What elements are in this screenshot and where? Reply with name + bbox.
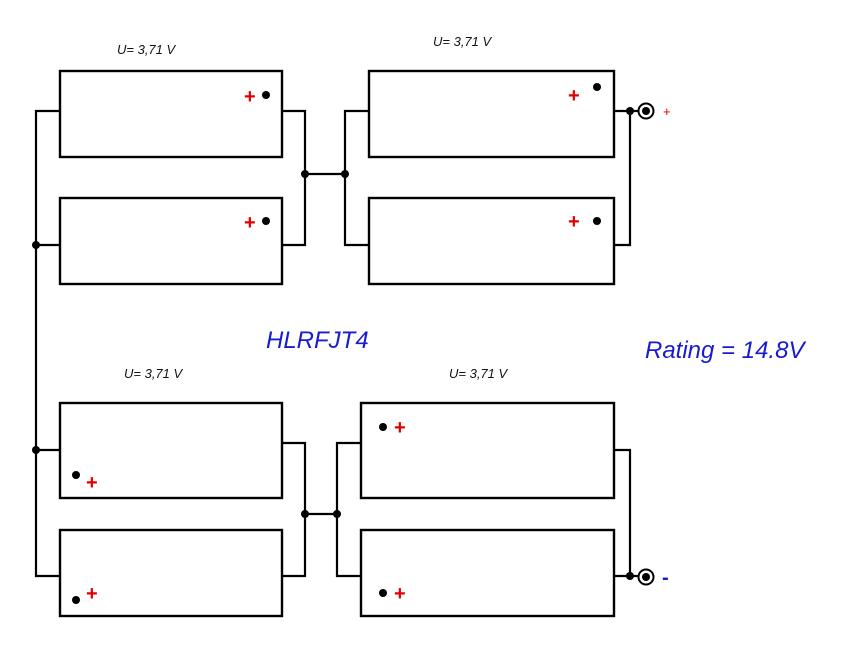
pack-rating: Rating = 14.8V — [645, 337, 806, 364]
negative-terminal-label: - — [662, 567, 669, 589]
cell-bottom-right-2 — [359, 528, 616, 618]
wire — [614, 109, 632, 247]
junction-node — [333, 510, 341, 518]
polarity-plus: + — [244, 86, 256, 108]
terminal-dot — [72, 596, 80, 604]
terminal-dot — [593, 83, 601, 91]
terminal-dot — [379, 423, 387, 431]
cell-bottom-left-1 — [58, 401, 284, 500]
junction-node — [32, 446, 40, 454]
polarity-plus: + — [568, 211, 580, 233]
cell-top-left-1 — [58, 69, 284, 159]
pack-title: HLRFJT4 — [266, 327, 369, 354]
positive-terminal-label: + — [663, 104, 671, 119]
polarity-plus: + — [244, 212, 256, 234]
wire — [614, 448, 632, 578]
terminal-dot — [642, 107, 650, 115]
terminal-dot — [642, 573, 650, 581]
terminal-dot — [262, 91, 270, 99]
wire — [335, 441, 361, 578]
voltage-label-bottom-right: U= 3,71 V — [449, 366, 509, 381]
wire — [343, 109, 369, 247]
cell-top-left-2 — [58, 196, 284, 286]
junction-node — [626, 107, 634, 115]
junction-node — [301, 510, 309, 518]
junction-node — [626, 572, 634, 580]
polarity-plus: + — [568, 85, 580, 107]
polarity-plus: + — [86, 583, 98, 605]
junction-node — [341, 170, 349, 178]
wire-left-bus — [34, 109, 60, 578]
cell-top-right-2 — [367, 196, 616, 286]
terminal-dot — [379, 589, 387, 597]
wire — [282, 109, 307, 247]
voltage-label-top-left: U= 3,71 V — [117, 42, 177, 57]
voltage-label-bottom-left: U= 3,71 V — [124, 366, 184, 381]
terminal-dot — [262, 217, 270, 225]
junction-node — [32, 241, 40, 249]
junction-node — [301, 170, 309, 178]
terminal-dot — [593, 217, 601, 225]
voltage-label-top-right: U= 3,71 V — [433, 34, 493, 49]
wire — [282, 441, 307, 578]
cell-top-right-1 — [367, 69, 616, 159]
polarity-plus: + — [86, 472, 98, 494]
polarity-plus: + — [394, 583, 406, 605]
terminal-dot — [72, 471, 80, 479]
polarity-plus: + — [394, 417, 406, 439]
cell-bottom-left-2 — [58, 528, 284, 618]
